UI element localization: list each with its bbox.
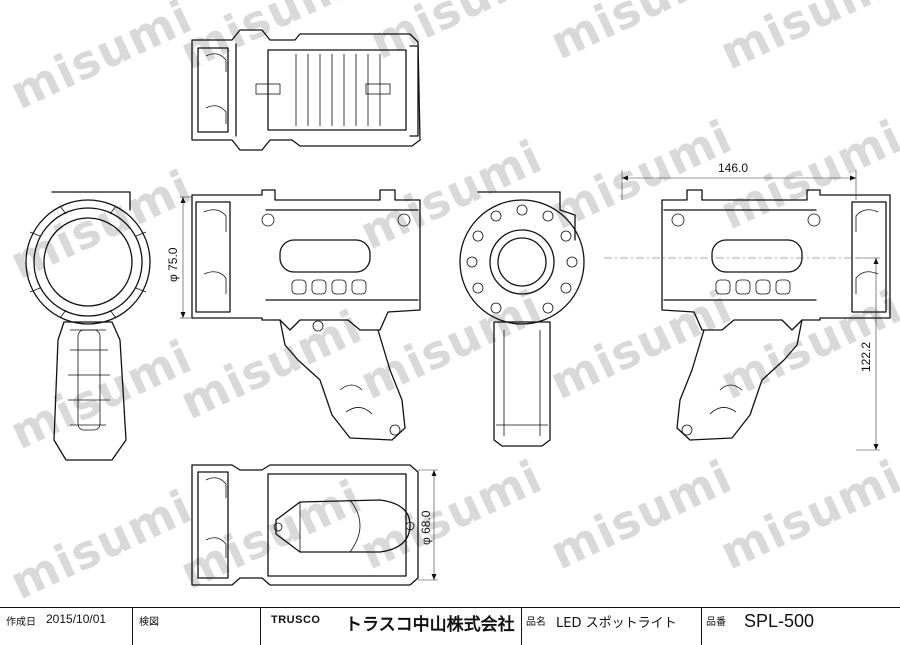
- side-view-right: [661, 189, 891, 441]
- watermark-text: misumi: [2, 479, 200, 610]
- rear-view: [459, 191, 585, 447]
- product-name-cell: 品名 LED スポットライト: [522, 608, 702, 645]
- product-name-label: 品名: [526, 617, 546, 628]
- created-date: 2015/10/01: [46, 612, 107, 626]
- title-block: 作成日 2015/10/01 検図 TRUSCO トラスコ中山株式会社 品名 L…: [0, 607, 900, 645]
- dim-lens-diameter: φ 68.0: [419, 510, 433, 545]
- watermark-text: misumi: [362, 0, 560, 70]
- watermark-text: misumi: [542, 449, 740, 580]
- watermark-text: misumi: [172, 469, 370, 600]
- created-label: 作成日: [6, 617, 36, 628]
- created-cell: 作成日 2015/10/01: [0, 608, 133, 645]
- front-view: [25, 191, 151, 461]
- watermark-text: misumi: [542, 0, 740, 70]
- watermark-text: misumi: [352, 279, 550, 410]
- product-name: LED スポットライト: [556, 616, 677, 631]
- watermark-text: misumi: [2, 0, 200, 120]
- side-view-left: [191, 189, 421, 441]
- watermark-text: misumi: [712, 449, 900, 580]
- inspect-cell: 検図: [133, 608, 261, 645]
- company-cell: TRUSCO トラスコ中山株式会社: [261, 608, 522, 645]
- watermark-text: misumi: [352, 129, 550, 260]
- dimension-lines: [180, 170, 880, 581]
- watermark-text: misumi: [352, 449, 550, 580]
- top-view: [191, 29, 421, 151]
- brand-logo: TRUSCO: [271, 614, 321, 626]
- part-no-cell: 品番 SPL-500: [702, 608, 900, 645]
- part-no: SPL-500: [744, 611, 815, 631]
- dim-width: 146.0: [718, 161, 748, 175]
- dim-height: 122.2: [859, 342, 873, 372]
- inspect-label: 検図: [139, 617, 159, 628]
- dim-head-diameter: φ 75.0: [166, 247, 180, 282]
- watermark-text: misumi: [542, 109, 740, 240]
- watermark-text: misumi: [172, 299, 370, 430]
- company-name: トラスコ中山株式会社: [345, 615, 515, 635]
- watermark-text: misumi: [712, 0, 900, 80]
- bottom-view: [191, 464, 419, 586]
- part-no-label: 品番: [706, 617, 726, 628]
- watermark-text: misumi: [2, 329, 200, 460]
